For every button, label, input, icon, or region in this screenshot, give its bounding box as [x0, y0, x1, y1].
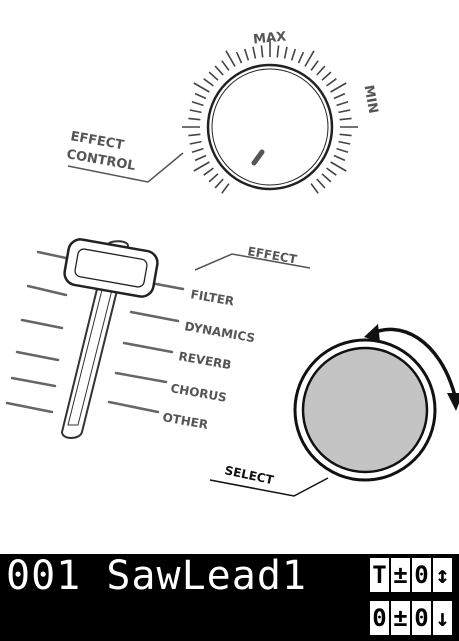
option-filter: FILTER — [189, 287, 235, 308]
knob-tick — [208, 71, 219, 81]
knob-tick — [235, 51, 243, 64]
knob-tick — [208, 173, 219, 183]
effect-control-knob[interactable] — [206, 63, 334, 191]
knob-tick — [221, 60, 230, 71]
knob-tick — [321, 173, 332, 183]
knob-tick — [243, 48, 250, 61]
lcd-icon-zero: 0 — [412, 601, 431, 635]
knob-tick — [188, 133, 201, 137]
knob-tick — [194, 92, 207, 100]
arrowhead-left-icon — [364, 324, 380, 342]
knob-tick — [191, 100, 204, 107]
lcd-icon-plusminus: ± — [391, 558, 410, 592]
effect-slider-title: EFFECT — [246, 244, 298, 267]
slider-guide-lines — [5, 250, 185, 414]
knob-tick-marks — [182, 39, 358, 194]
knob-tick — [310, 183, 319, 194]
knob-tick — [316, 65, 326, 76]
knob-tick — [225, 50, 236, 67]
knob-tick — [260, 45, 264, 58]
lcd-icons-row2: 0 ± 0 ↓ — [370, 601, 452, 635]
effect-control-knob-group: MAX MIN EFFECT CONTROL — [65, 30, 380, 194]
knob-tick — [188, 117, 201, 121]
lcd-display: 001 SawLead1 T ± 0 ↕ 0 ± 0 ↓ — [0, 554, 459, 641]
knob-tick — [326, 167, 337, 176]
knob-tick — [310, 60, 319, 71]
knob-tick — [297, 51, 305, 64]
max-label: MAX — [253, 30, 287, 48]
knob-tick — [338, 109, 351, 114]
knob-tick — [193, 161, 210, 172]
knob-tick — [276, 45, 280, 58]
lcd-icon-zero: 0 — [412, 558, 431, 592]
knob-tick — [330, 161, 347, 172]
knob-tick — [336, 147, 349, 154]
knob-tick — [339, 133, 352, 137]
option-dynamics: DYNAMICS — [183, 319, 256, 345]
knob-tick — [193, 82, 210, 93]
knob-tick — [304, 50, 315, 67]
lcd-icon-t: T — [370, 558, 389, 592]
lcd-icon-zero: 0 — [370, 601, 389, 635]
knob-tick — [221, 183, 230, 194]
lcd-voice-name: 001 SawLead1 — [6, 553, 307, 599]
knob-tick — [316, 178, 326, 189]
rotate-arrow-icon — [368, 327, 457, 397]
knob-tick — [290, 48, 297, 61]
knob-tick — [336, 100, 349, 107]
knob-tick — [338, 140, 351, 145]
effect-slider-group: EFFECT FILTER DYNAMICS REVERB CHORUS OTH… — [5, 238, 311, 439]
arrowhead-right-icon — [447, 393, 459, 411]
option-reverb: REVERB — [177, 349, 232, 372]
lcd-icon-down: ↓ — [433, 601, 452, 635]
knob-tick — [339, 117, 352, 121]
knob-tick — [321, 71, 332, 81]
knob-tick — [252, 46, 257, 59]
knob-tick — [189, 140, 202, 145]
knob-tick — [214, 65, 224, 76]
effect-control-label-line2: CONTROL — [65, 147, 136, 174]
knob-tick — [203, 78, 214, 87]
effect-control-leader-line — [67, 152, 184, 183]
control-panel-diagram: MAX MIN EFFECT CONTROL EFFECT FILTE — [5, 30, 459, 497]
lcd-icons-row1: T ± 0 ↕ — [370, 558, 452, 592]
knob-tick — [189, 109, 202, 114]
lcd-icon-updown: ↕ — [433, 558, 452, 592]
knob-tick — [203, 167, 214, 176]
option-other: OTHER — [161, 410, 209, 432]
knob-tick — [333, 92, 346, 100]
knob-inner-ring — [211, 68, 329, 186]
knob-tick — [283, 46, 288, 59]
knob-tick — [191, 147, 204, 154]
min-label: MIN — [361, 84, 381, 115]
knob-tick — [333, 154, 346, 162]
select-dial-face — [301, 346, 429, 474]
slider-handle[interactable] — [63, 238, 160, 299]
knob-tick — [330, 82, 347, 93]
effect-title-leader-line — [194, 253, 311, 271]
knob-indicator — [251, 149, 265, 166]
knob-tick — [214, 178, 224, 189]
knob-tick — [194, 154, 207, 162]
knob-tick — [326, 78, 337, 87]
lcd-icon-plusminus: ± — [391, 601, 410, 635]
select-leader-line — [209, 477, 329, 497]
option-chorus: CHORUS — [169, 381, 227, 405]
select-dial-group: SELECT — [209, 324, 459, 497]
